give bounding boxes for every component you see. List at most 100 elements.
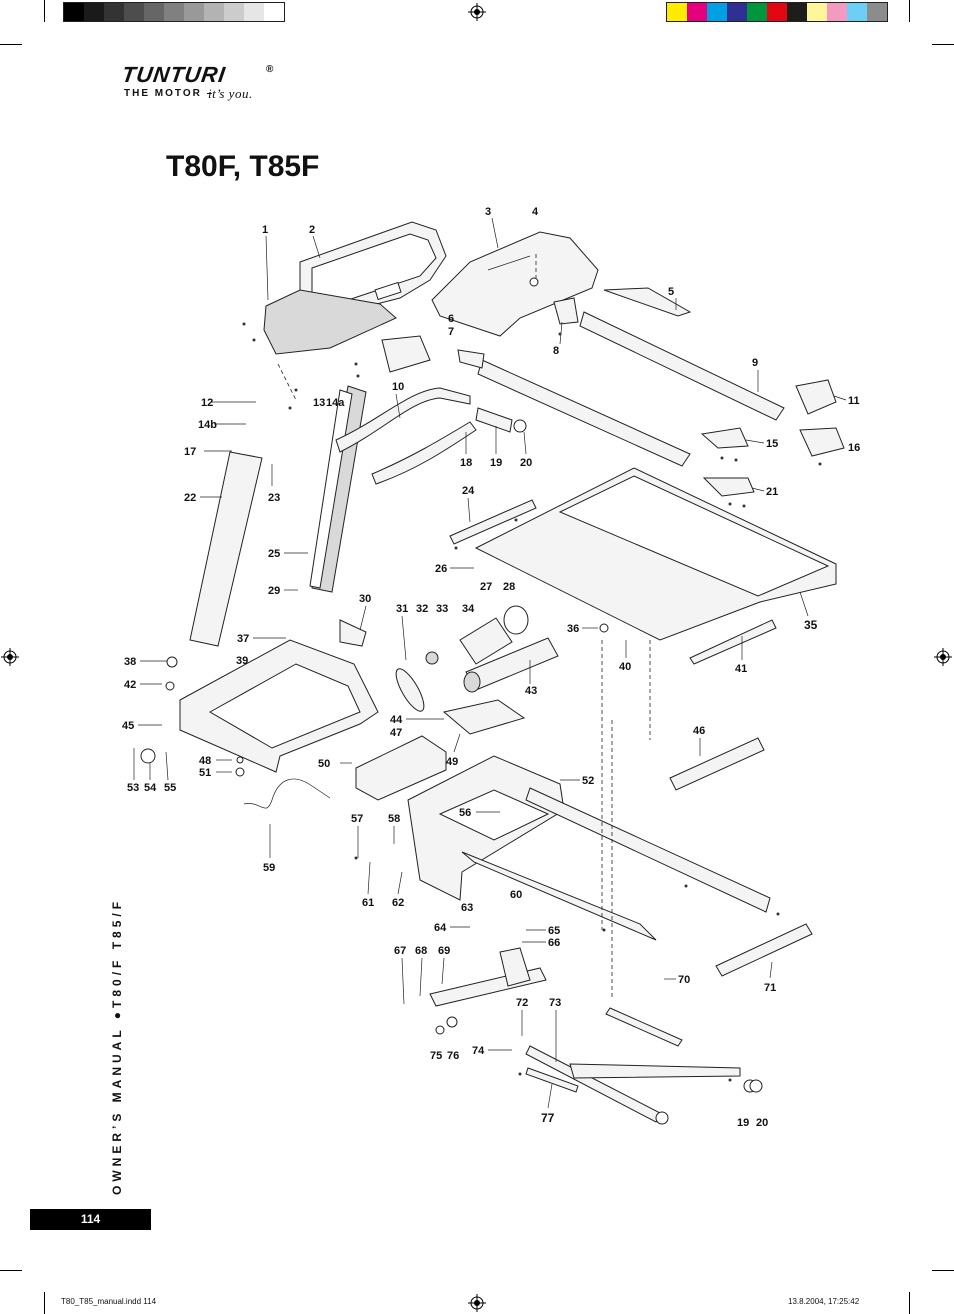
part-label: 30 (359, 593, 371, 605)
gray-swatch (84, 3, 104, 21)
part-label: 66 (548, 937, 560, 949)
color-swatch (687, 3, 707, 21)
part-label: 74 (472, 1045, 485, 1057)
front-roller (669, 737, 765, 791)
gray-swatch (64, 3, 84, 21)
grayscale-calibration-bar (63, 2, 285, 22)
part-label: 20 (520, 457, 532, 469)
part-label: 63 (461, 902, 473, 914)
part-label: 67 (394, 945, 406, 957)
part-label: 23 (268, 492, 280, 504)
part-label: 16 (848, 442, 860, 454)
part-label: 32 (416, 603, 428, 615)
deck-strip (689, 619, 777, 665)
crop-mark (0, 1270, 22, 1271)
color-swatch (727, 3, 747, 21)
part-label: 11 (848, 395, 860, 407)
part-label: 7 (448, 326, 454, 338)
part-label: 55 (164, 782, 176, 794)
console-assembly (263, 221, 447, 355)
gray-swatch (184, 3, 204, 21)
part-label: 2 (309, 224, 315, 236)
part-label: 37 (237, 633, 249, 645)
part-label: 71 (764, 982, 776, 994)
color-swatch (747, 3, 767, 21)
part-label: 44 (390, 714, 403, 726)
controller-box (355, 735, 447, 801)
part-label: 21 (766, 486, 778, 498)
motor (395, 605, 559, 712)
part-label: 4 (532, 206, 539, 218)
part-label: 50 (318, 758, 330, 770)
tagline-italic: it’s you. (208, 86, 253, 101)
part-label: 29 (268, 585, 280, 597)
power-cable (243, 778, 331, 809)
part-label: 6 (448, 313, 454, 325)
part-label: 70 (678, 974, 690, 986)
page-title: T80F, T85F (166, 150, 320, 183)
part-label: 14a (326, 397, 345, 409)
part-label: 10 (392, 381, 404, 393)
color-swatch (767, 3, 787, 21)
motor-plate (442, 699, 526, 735)
crop-mark (0, 44, 22, 45)
part-label: 42 (124, 679, 136, 691)
part-label: 45 (122, 720, 134, 732)
gray-swatch (104, 3, 124, 21)
lifting-frame (429, 947, 757, 1125)
part-label: 47 (390, 727, 402, 739)
page-number-box: 114 (30, 1209, 151, 1230)
part-labels: 1 2 3 4 5 6 7 8 9 10 11 12 13 14a 14b 15… (122, 206, 860, 1129)
part-label: 3 (485, 206, 491, 218)
part-label: 46 (693, 725, 705, 737)
part-label: 75 (430, 1050, 442, 1062)
part-label: 14b (198, 419, 217, 431)
main-frame (407, 755, 771, 941)
gray-swatch (204, 3, 224, 21)
part-label: 65 (548, 925, 560, 937)
manual-sidebar-title: OWNER’S MANUAL ●T80/F T85/F (110, 897, 124, 1195)
registration-mark-icon (468, 1294, 486, 1312)
part-label: 57 (351, 813, 363, 825)
part-label: 18 (460, 457, 472, 469)
part-label: 17 (184, 446, 196, 458)
gray-swatch (224, 3, 244, 21)
footer-timestamp: 13.8.2004, 17:25:42 (788, 1297, 860, 1306)
crop-mark (44, 1292, 45, 1314)
rear-frame-bar (715, 923, 813, 977)
part-label: 64 (434, 922, 447, 934)
handlebar (335, 335, 527, 485)
part-label: 69 (438, 945, 450, 957)
page-number: 114 (80, 1212, 101, 1226)
color-swatch (867, 3, 887, 21)
crop-mark (909, 1292, 910, 1314)
part-label: 56 (459, 807, 471, 819)
tagline-caps: THE MOTOR – (124, 88, 215, 99)
part-label: 24 (462, 485, 475, 497)
part-label: 15 (766, 438, 778, 450)
footer-filename: T80_T85_manual.indd 114 (61, 1297, 157, 1306)
color-swatch (707, 3, 727, 21)
color-swatch (847, 3, 867, 21)
registration-mark-icon (934, 648, 952, 666)
part-label: 35 (804, 618, 818, 632)
part-label: 8 (553, 345, 559, 357)
color-swatch (667, 3, 687, 21)
part-label: 27 (480, 581, 492, 593)
gray-swatch (164, 3, 184, 21)
gray-swatch (144, 3, 164, 21)
gray-swatch (124, 3, 144, 21)
color-calibration-bar (666, 2, 888, 22)
registration-mark-icon (1, 648, 19, 666)
crop-mark (909, 0, 910, 22)
color-swatch (807, 3, 827, 21)
part-label: 20 (756, 1117, 768, 1129)
part-label: 34 (462, 603, 475, 615)
part-label: 62 (392, 897, 404, 909)
part-label: 38 (124, 656, 136, 668)
part-label: 19 (490, 457, 502, 469)
part-label: 48 (199, 755, 211, 767)
part-label: 59 (263, 862, 275, 874)
motor-cover (431, 231, 599, 337)
